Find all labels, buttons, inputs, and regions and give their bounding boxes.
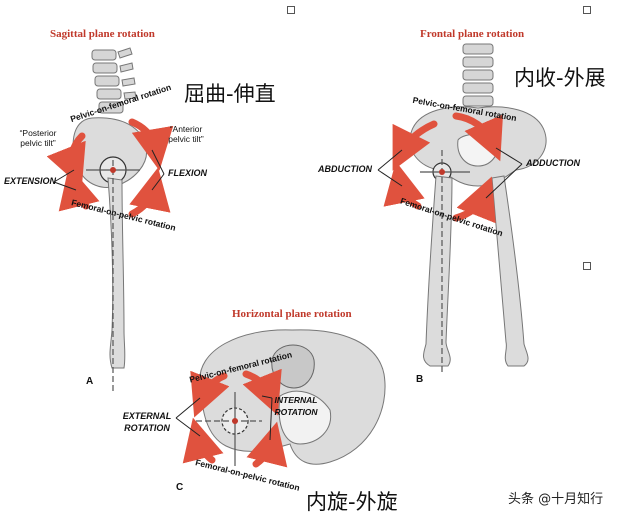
- rotation-arrows-c: [182, 368, 288, 468]
- rotation-arrows-b: [383, 112, 504, 224]
- panel-b-title: Frontal plane rotation: [420, 28, 525, 40]
- spine-b: [462, 43, 494, 107]
- flexion-label: FLEXION: [168, 168, 208, 178]
- panel-a-illustration: [46, 47, 174, 392]
- watermark: 头条 @十月知行: [508, 492, 604, 507]
- panel-c-illustration: [175, 329, 386, 468]
- femur-b-left: [423, 175, 453, 367]
- panel-a-title: Sagittal plane rotation: [50, 28, 155, 40]
- panel-c-chinese-caption: 内旋-外旋: [306, 490, 398, 514]
- panel-a-chinese-caption: 屈曲-伸直: [184, 82, 276, 106]
- femur-b-right: [491, 175, 529, 367]
- corner-marker: [583, 6, 591, 14]
- corner-marker: [583, 262, 591, 270]
- panel-b-letter: B: [416, 374, 424, 385]
- panel-c-title: Horizontal plane rotation: [232, 308, 352, 320]
- posterior-tilt-label: “Posterior pelvic tilt”: [19, 128, 57, 148]
- panel-a-letter: A: [86, 376, 94, 387]
- rotation-arrows-a: [46, 118, 174, 218]
- panel-b-illustration: [377, 43, 547, 372]
- adduction-label: ADDUCTION: [526, 158, 580, 168]
- external-rotation-label: EXTERNAL ROTATION: [122, 411, 172, 433]
- spine-a: [91, 47, 137, 114]
- abduction-label: ABDUCTION: [318, 164, 372, 174]
- internal-rotation-label: INTERNAL ROTATION: [274, 395, 318, 417]
- extension-label: EXTENSION: [4, 176, 57, 186]
- corner-marker: [287, 6, 295, 14]
- anterior-tilt-label: “Anterior pelvic tilt”: [168, 124, 204, 144]
- panel-b-chinese-caption: 内收-外展: [514, 66, 606, 90]
- panel-c-letter: C: [176, 482, 184, 493]
